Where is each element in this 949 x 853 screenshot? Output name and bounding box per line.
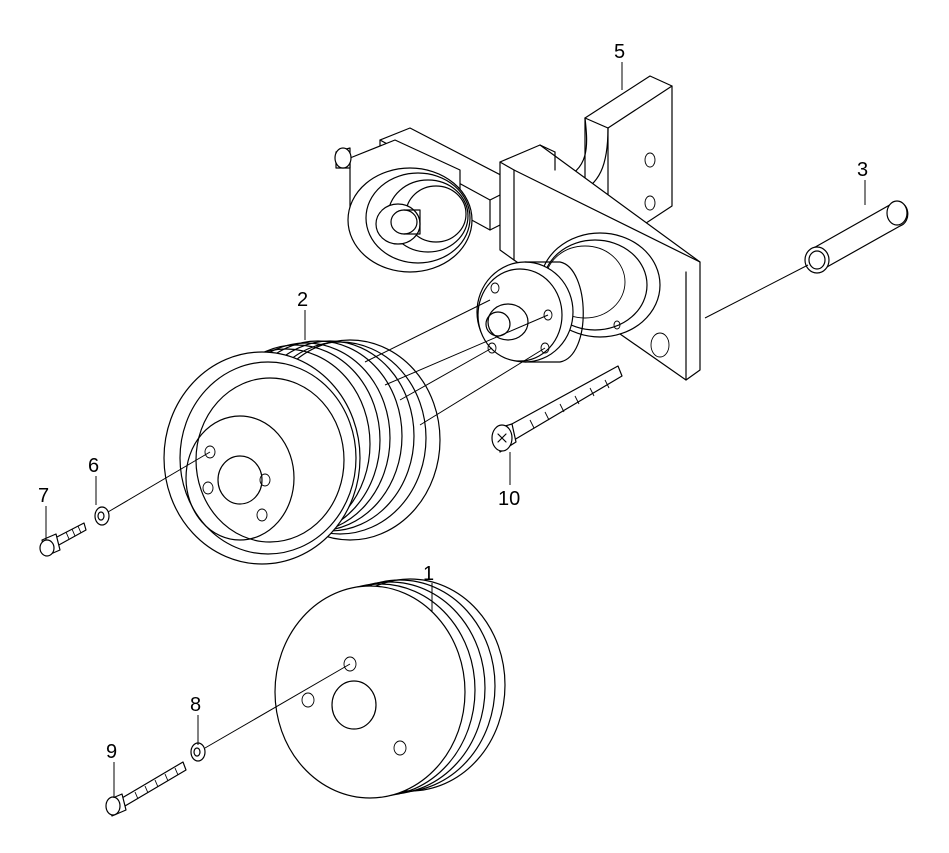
idler-assembly (334, 139, 473, 273)
part-1-pulley (274, 578, 506, 799)
part-3-tube (804, 200, 909, 274)
callout-2: 2 (297, 289, 308, 311)
callout-6: 6 (88, 455, 99, 477)
callout-7: 7 (38, 485, 49, 507)
part-6-washer (94, 506, 110, 526)
assembly-lines (107, 264, 809, 749)
callout-8: 8 (190, 694, 201, 716)
part-10-screw (491, 365, 623, 453)
callout-labels: 1 2 3 5 6 7 8 9 10 (38, 41, 868, 763)
flange-hub (476, 261, 584, 363)
callout-3: 3 (857, 159, 868, 181)
part-7-bolt (39, 522, 87, 557)
part-8-washer (190, 742, 206, 762)
callout-5: 5 (614, 41, 625, 63)
part-2-pulley (163, 339, 441, 565)
part-9-bolt (105, 761, 187, 817)
callout-9: 9 (106, 741, 117, 763)
callout-leaders (45, 62, 866, 798)
callout-10: 10 (498, 488, 520, 510)
callout-1: 1 (423, 563, 434, 585)
